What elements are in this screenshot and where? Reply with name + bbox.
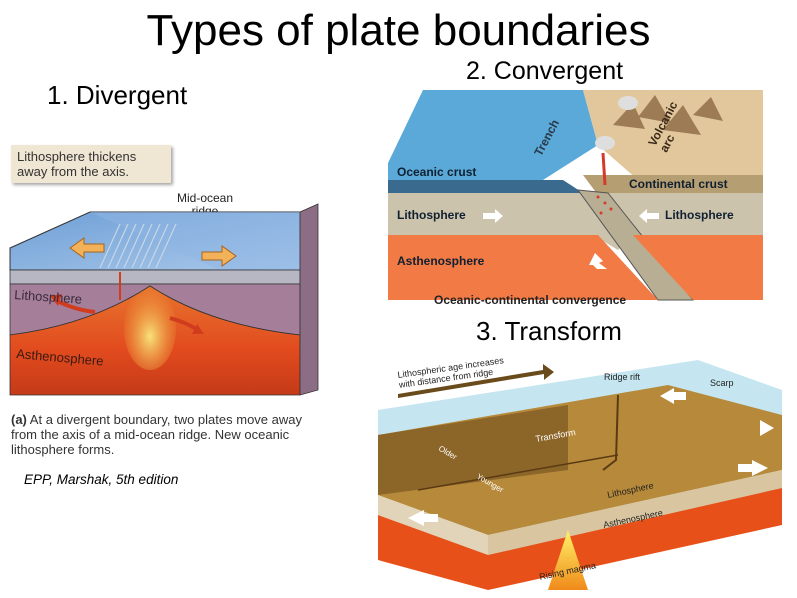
divergent-caption: (a) At a divergent boundary, two plates … <box>11 412 311 457</box>
divergent-heading: 1. Divergent <box>47 80 188 110</box>
convergence-footer: Oceanic-continental convergence <box>434 293 627 307</box>
ridge-rift-label: Ridge rift <box>604 372 641 382</box>
asthenosphere-label: Asthenosphere <box>397 254 485 268</box>
divergent-caption-text: At a divergent boundary, two plates move… <box>11 412 302 457</box>
scarp-label: Scarp <box>710 378 734 388</box>
transform-diagram: Lithospheric age increases with distance… <box>378 355 782 590</box>
lithosphere-left-label: Lithosphere <box>397 208 466 222</box>
divergent-lithosphere-label: Lithosphere <box>14 287 83 307</box>
continental-crust-label: Continental crust <box>629 177 728 191</box>
convergent-diagram: Trench Volcanicarc Oceanic crust Contine… <box>388 90 763 301</box>
transform-heading: 3. Transform <box>476 316 622 346</box>
divergent-diagram: Lithosphere Asthenosphere <box>9 203 319 396</box>
divergent-caption-letter: (a) <box>11 412 27 427</box>
page-title: Types of plate boundaries <box>146 6 651 55</box>
lithosphere-right-label: Lithosphere <box>665 208 734 222</box>
lithospheric-age-label: Lithospheric age increases with distance… <box>396 355 508 390</box>
divergent-callout: Lithosphere thickens away from the axis. <box>11 145 171 183</box>
source-credit: EPP, Marshak, 5th edition <box>24 472 179 487</box>
convergent-heading: 2. Convergent <box>466 57 624 85</box>
oceanic-crust-label: Oceanic crust <box>397 165 476 179</box>
